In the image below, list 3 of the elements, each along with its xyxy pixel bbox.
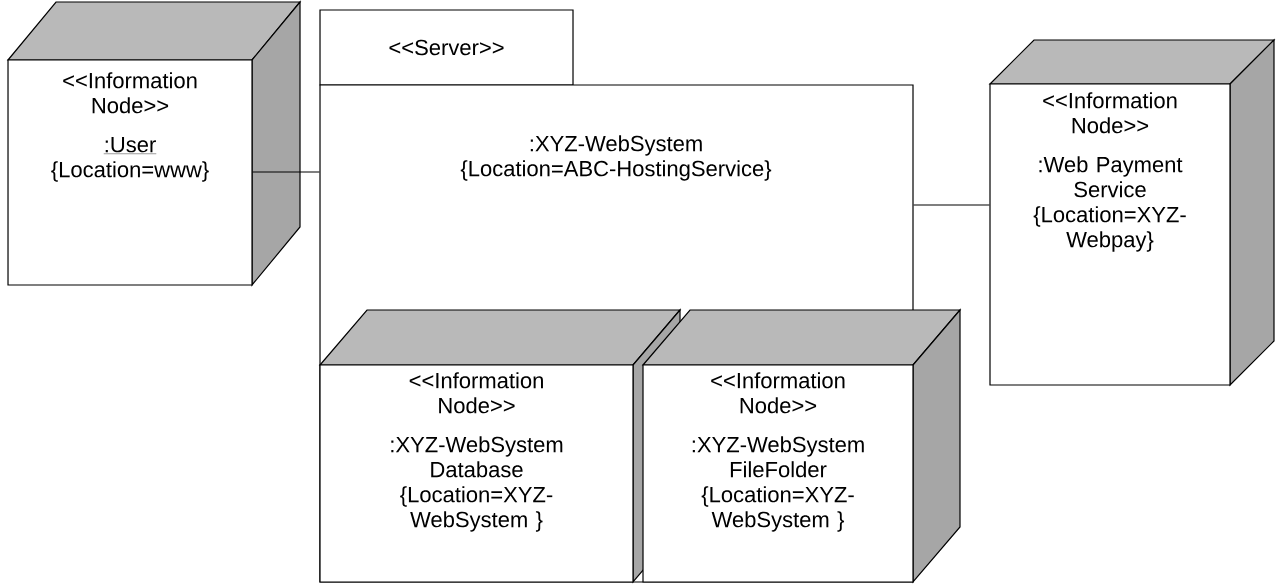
connector-line — [913, 204, 990, 206]
connector-line — [252, 171, 320, 173]
node-label: <<Server>> — [389, 39, 504, 56]
